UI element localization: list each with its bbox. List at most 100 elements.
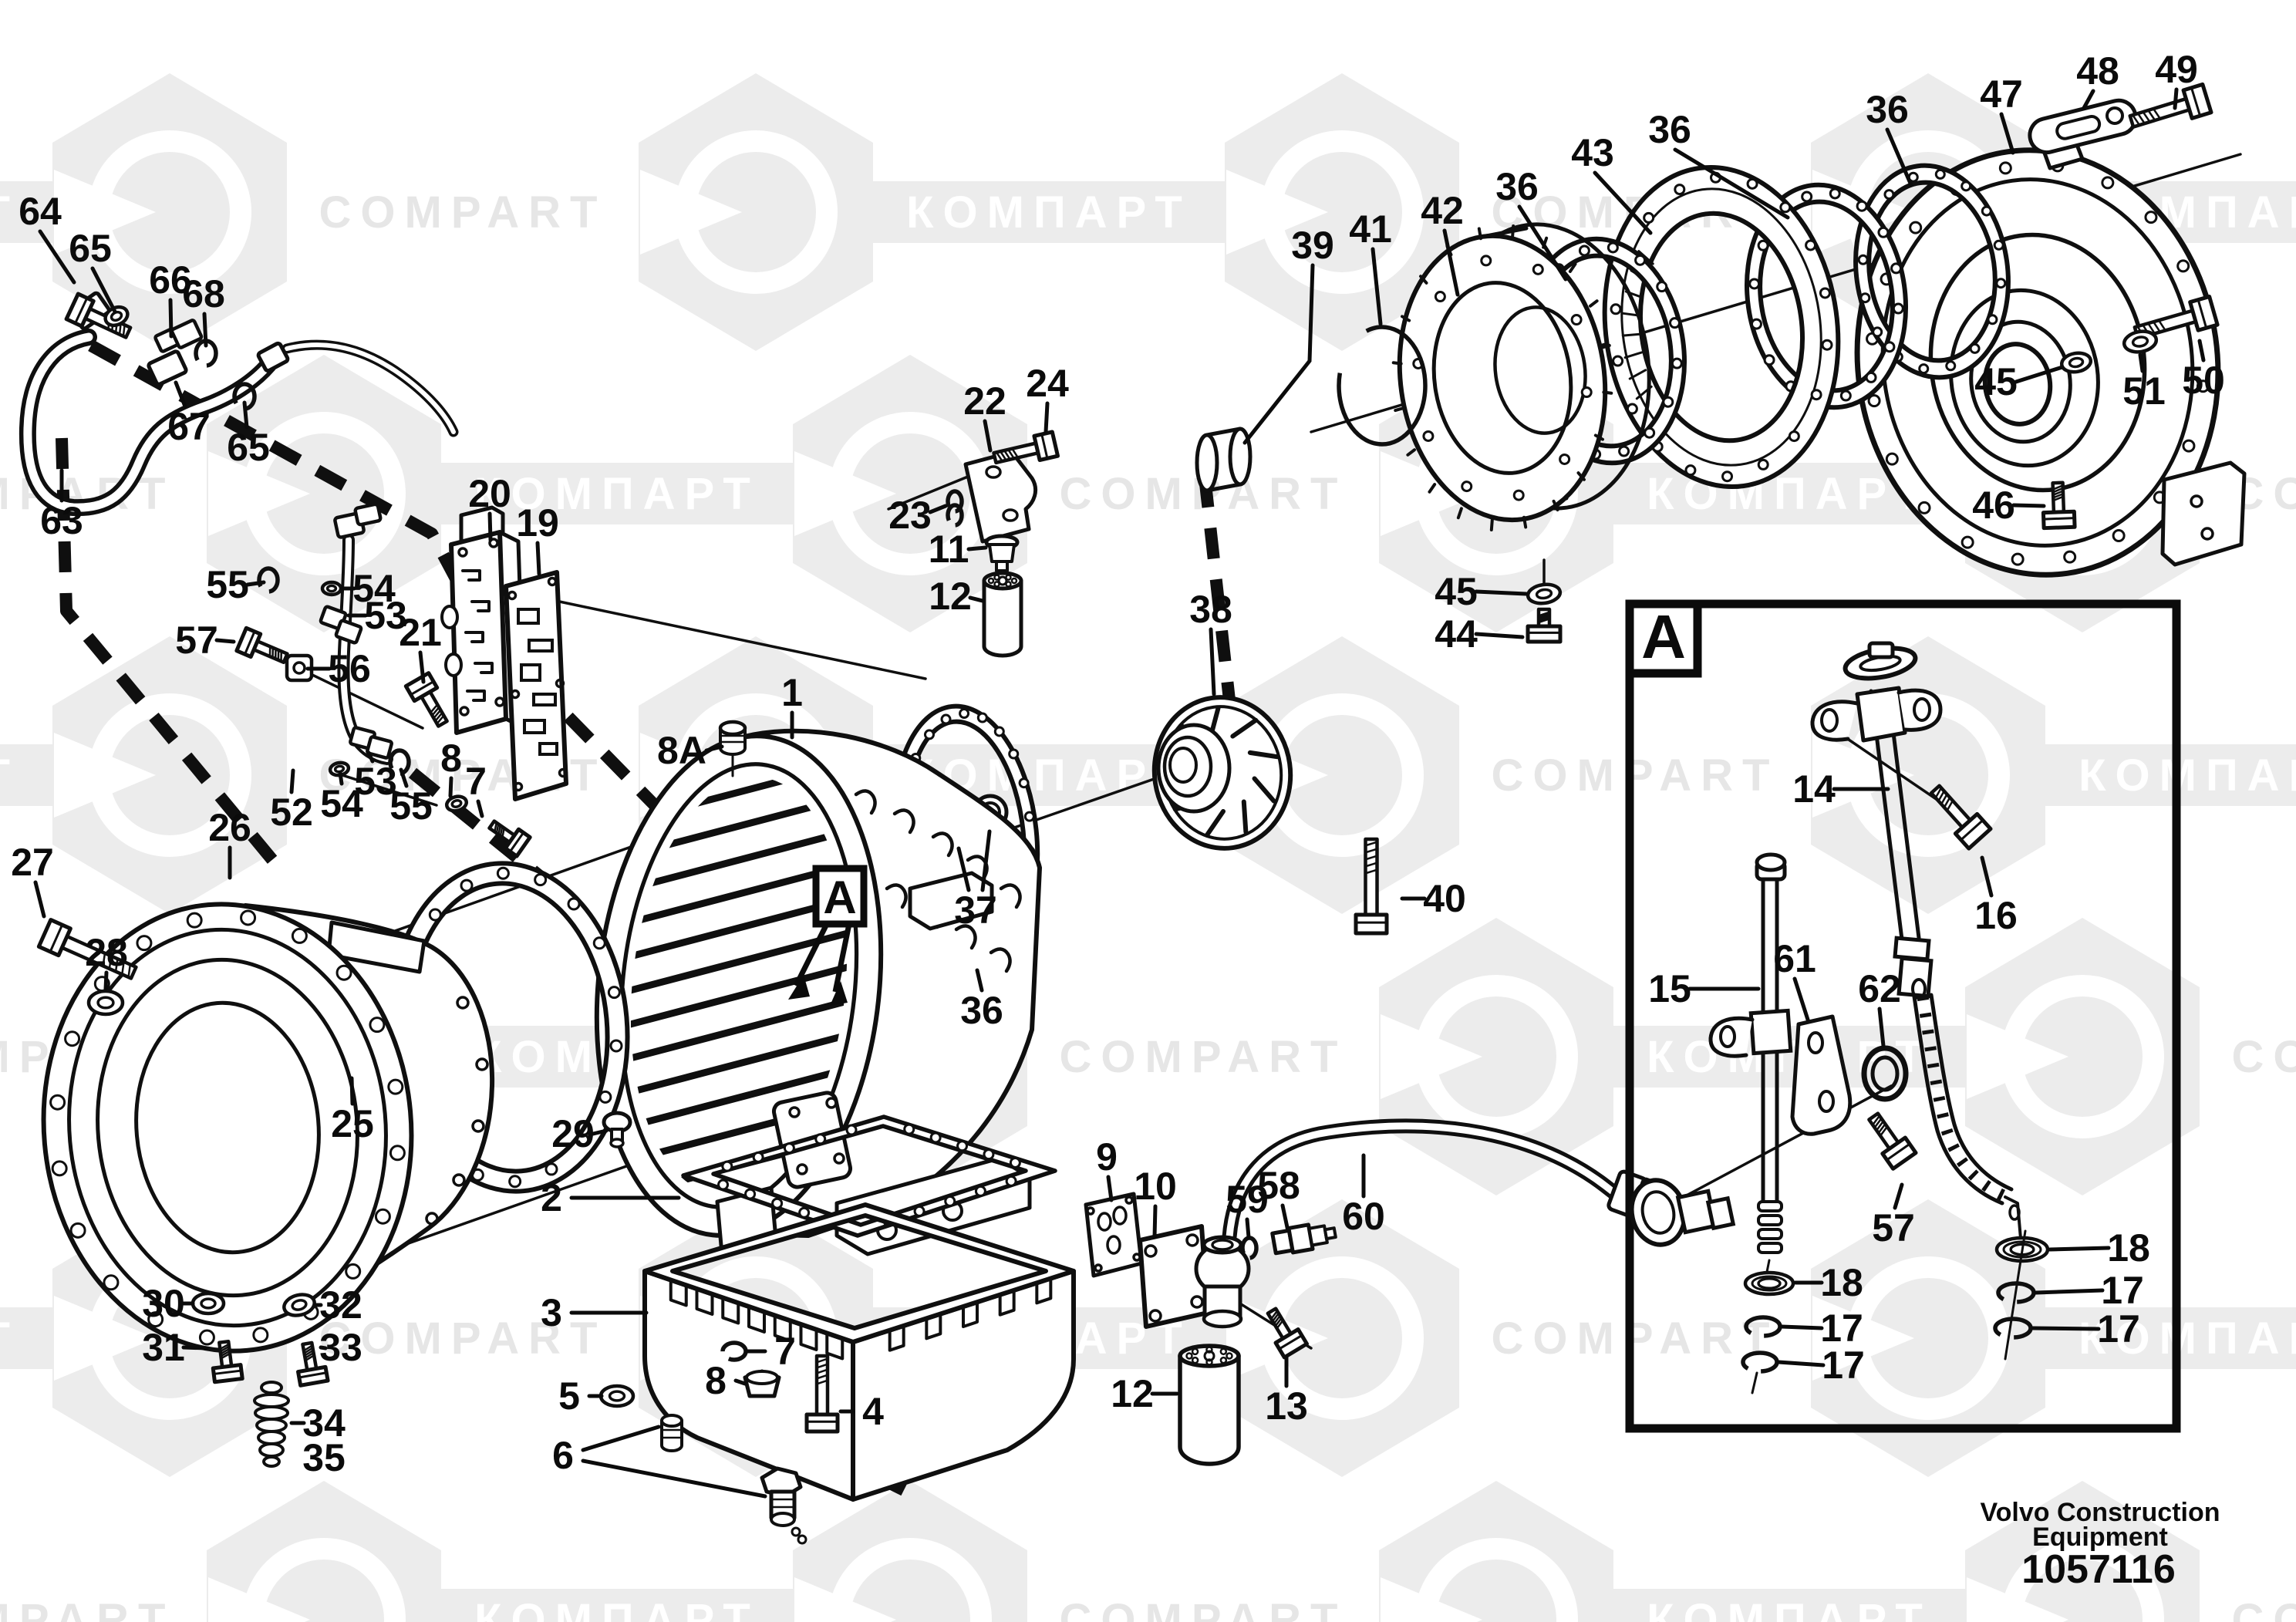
part-label-65-1: 65 [69,227,112,270]
part-label-31-26: 31 [142,1326,185,1369]
elbow-53-lower [349,726,393,760]
part-label-4-40: 4 [862,1390,884,1433]
watermark-text: COMPART [2232,1595,2296,1622]
compart-hexagon-logo-icon [1379,1481,1613,1622]
part-label-49-68: 49 [2155,48,2198,91]
part-label-58-44: 58 [1257,1164,1300,1207]
leader-line [1999,112,2015,155]
part-label-32-27: 32 [319,1283,362,1327]
watermark-text: COMPART [319,1313,607,1364]
part-label-14-73: 14 [1792,767,1836,811]
part-label-23-50: 23 [888,494,932,537]
compart-hexagon-logo-icon [1379,918,1613,1195]
part-label-51-70: 51 [2122,369,2166,413]
leader-line [1980,855,1994,898]
part-label-20-13: 20 [468,472,511,515]
leader-line [2048,1246,2111,1252]
leader-line [38,229,76,285]
part-label-55-7: 55 [206,563,249,606]
part-label-8-19: 8 [440,737,462,780]
bolt [403,671,449,728]
part-label-35-30: 35 [302,1436,346,1479]
leader-line [418,650,426,684]
bolt-31 [211,1340,244,1384]
leader-line [704,744,724,753]
leader-line [983,419,993,453]
part-label-62-77: 62 [1858,967,1901,1010]
bolt [487,819,532,858]
leader-line [1517,204,1568,282]
leader-line [1893,1182,1904,1210]
part-label-24-49: 24 [1026,362,1069,405]
inset-marker-box [1625,599,1702,678]
plug-6a [660,1414,683,1452]
leader-line [399,767,409,788]
part-label-54-8: 54 [352,567,396,610]
part-label-59-43: 59 [1226,1178,1269,1221]
washer-45-right [2059,351,2093,374]
part-label-26-21: 26 [208,806,251,849]
detail-inset: A [1625,599,2181,1433]
part-label-56-11: 56 [328,647,371,690]
plug-6b-chain [760,1466,807,1545]
part-label-57-78: 57 [1872,1206,1915,1249]
part-label-65-5: 65 [227,426,270,469]
leader-line [2138,352,2145,373]
part-label-10-42: 10 [1134,1165,1177,1208]
leader-line [2082,89,2095,110]
part-label-7-20: 7 [465,760,487,803]
leader-line [90,266,117,314]
part-label-27-22: 27 [11,841,54,884]
part-label-52-15: 52 [270,791,313,834]
part-label-25-24: 25 [331,1102,374,1145]
part-label-44-58: 44 [1435,612,1478,656]
detail-arrow-line [793,922,830,987]
part-label-8-39: 8 [705,1359,727,1402]
compart-hexagon-logo-icon [207,355,441,632]
compart-hexagon-logo-icon [52,73,287,351]
sender-58-body [1270,1222,1337,1256]
oring-55-upper [257,566,280,594]
gasket-ring-36-right [1853,163,2011,380]
leader-line [202,312,208,348]
plug-8a [718,720,747,777]
part-label-36-64: 36 [1648,108,1691,151]
bolt-46 [2041,481,2077,531]
leader-line [1792,976,1810,1022]
bolt [1354,837,1389,936]
leader-line [476,799,484,818]
part-label-36-65: 36 [1866,88,1909,131]
washer-54-upper [320,580,343,597]
part-label-16-74: 16 [1974,894,2018,937]
part-label-45-71: 45 [1974,360,2018,403]
part-label-53-9: 53 [364,594,407,637]
watermark-text: COMPART [1060,1032,1347,1082]
detail-marker-a: A [823,872,856,923]
bearing-ring-42 [1391,222,1651,585]
compart-hexagon-logo-icon [1811,1199,2045,1477]
leader-line [2173,87,2179,110]
watermark-text: КОМПАРТ [2079,1313,2296,1364]
plug-8-pan [743,1369,781,1398]
compart-hexagon-logo-icon [639,73,873,351]
part-label-8A-31: 8A [657,729,706,772]
inset-marker-a: A [1641,602,1686,671]
leader-line [733,1378,747,1386]
leader-line [1245,1217,1251,1239]
part-label-17-80: 17 [1820,1307,1863,1350]
leader-line [214,638,236,644]
part-label-39-59: 39 [1291,224,1334,267]
part-label-2-34: 2 [541,1176,562,1219]
part-label-34-29: 34 [302,1401,346,1445]
bolt-33 [296,1340,330,1388]
compart-hexagon-logo-icon [1965,918,2200,1195]
bolt-4 [804,1354,840,1434]
leader-line [1877,1007,1886,1048]
leader-line [980,829,992,892]
leader-line [1209,627,1216,696]
part-label-5-36: 5 [558,1374,580,1418]
bracket-22 [963,450,1037,544]
leader-line [1474,632,1525,639]
part-label-60-45: 60 [1342,1195,1385,1238]
